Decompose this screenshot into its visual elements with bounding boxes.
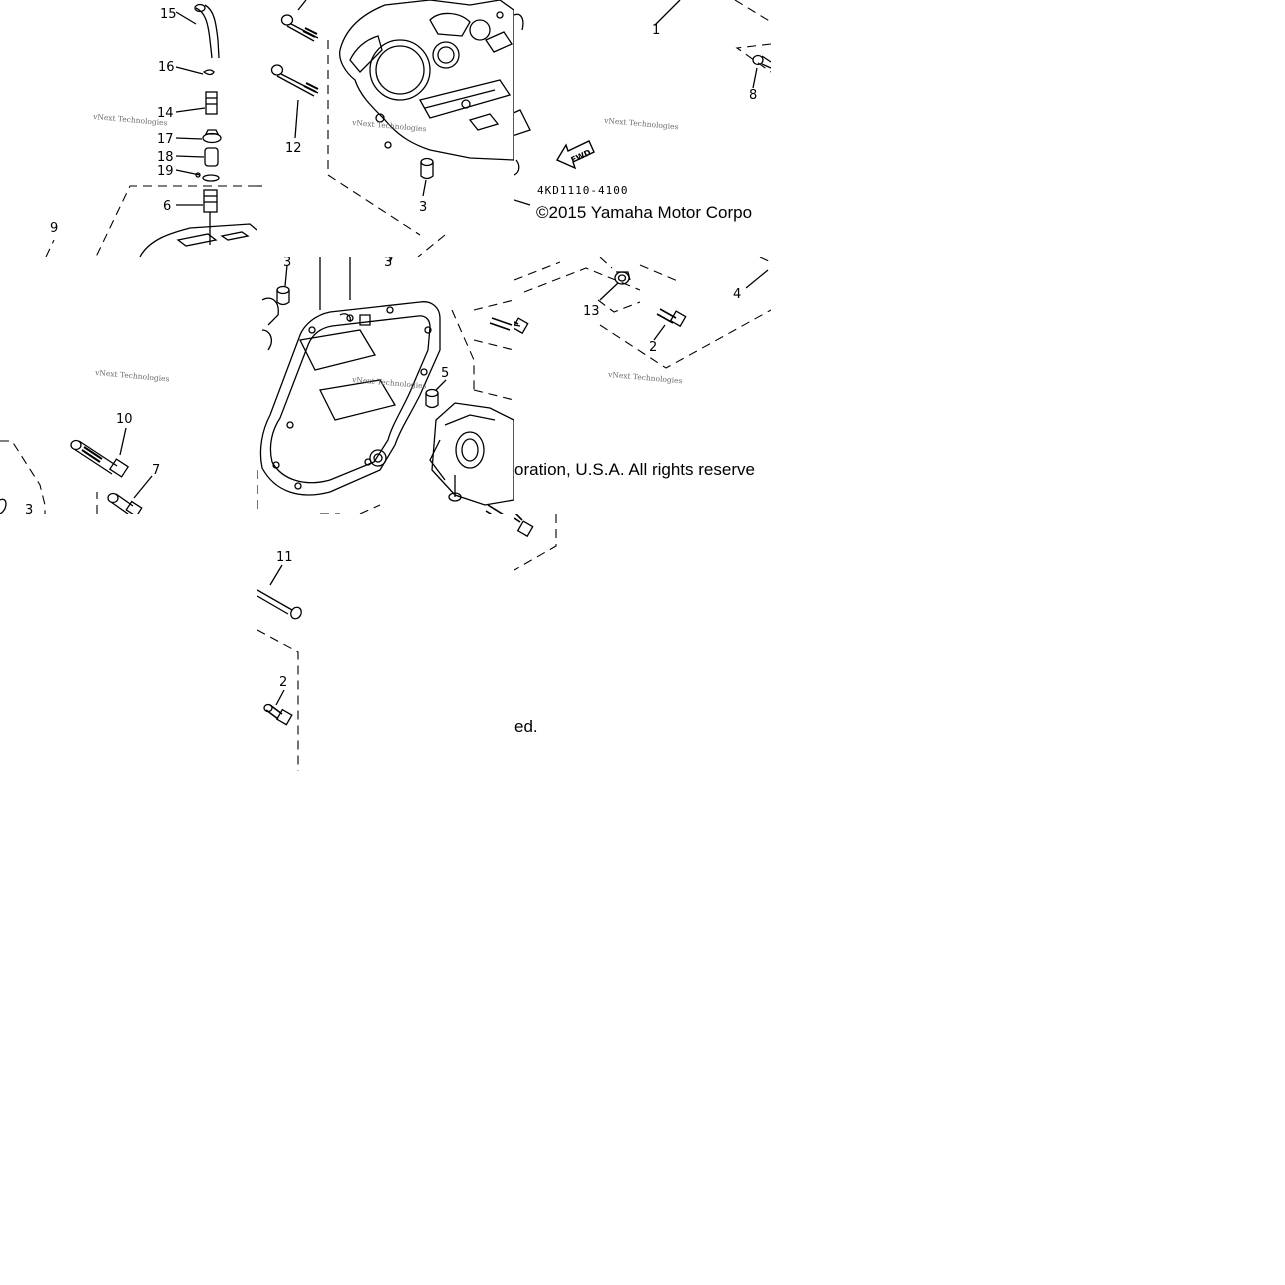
tile-breather-fittings (45, 3, 257, 257)
watermark: vNext Technologies (351, 375, 427, 391)
bolt-long-12 (270, 64, 319, 97)
bolt-10 (70, 439, 130, 478)
part-code: 4KD1110-4100 (537, 184, 628, 197)
watermark: vNext Technologies (603, 116, 679, 132)
bolt-2 (653, 308, 687, 341)
bolt-short-mid (514, 317, 529, 335)
tile-bolts-lower (257, 564, 302, 771)
callout-6: 6 (163, 199, 171, 214)
callout-5: 5 (441, 366, 449, 381)
tile-bolt-corner (514, 514, 557, 571)
callout-3: 3 (419, 200, 427, 215)
dowel-5 (425, 388, 439, 398)
fwd-arrow-icon: FWD (555, 140, 595, 170)
callout-11: 11 (276, 550, 293, 565)
hose-18 (204, 147, 219, 167)
crankcase-top-edge (139, 223, 257, 257)
callout-4: 4 (733, 287, 741, 302)
right-crankcase-gasket (259, 301, 441, 496)
crank-bore (369, 39, 431, 101)
callout-13: 13 (583, 304, 600, 319)
clip-16 (202, 69, 215, 76)
oil-pump-body (431, 402, 514, 506)
o-ring-19 (202, 174, 220, 182)
hose-end (194, 3, 206, 13)
callout-2: 2 (279, 675, 287, 690)
copyright-line-3: ed. (514, 717, 538, 736)
callout-3: 3 (384, 255, 392, 270)
callout-19: 19 (157, 164, 174, 179)
bolt-short-lower (514, 514, 534, 538)
callout-18: 18 (157, 150, 174, 165)
tile-bolts-right (514, 257, 771, 369)
fwd-label: FWD (569, 148, 592, 165)
dowel-3 (420, 157, 434, 167)
tile-crankcase-right (257, 257, 514, 514)
bolt-7 (107, 492, 143, 514)
left-crankcase-outline (339, 0, 514, 161)
tile-legend-corner: FWD (514, 0, 771, 206)
fitting-14 (205, 91, 218, 115)
callouts: 1 2 2 3 3 3 4 5 6 7 8 9 10 11 12 13 14 1… (50, 7, 757, 690)
clamp-17 (202, 132, 222, 144)
callout-10: 10 (116, 412, 133, 427)
fitting-6 (203, 189, 218, 213)
watermark: vNext Technologies (351, 118, 427, 134)
copyright-line-1: ©2015 Yamaha Motor Corpo (536, 203, 752, 222)
bolt-11 (257, 589, 302, 620)
callout-16: 16 (158, 60, 175, 75)
callout-17: 17 (157, 132, 174, 147)
callout-15: 15 (160, 7, 177, 22)
callout-2: 2 (649, 340, 657, 355)
svg-text:3: 3 (25, 503, 33, 518)
tile-crankcase-left (257, 0, 514, 257)
callout-9: 9 (50, 221, 58, 236)
callout-8: 8 (749, 88, 757, 103)
tile-bolts-left: 3 (0, 427, 153, 518)
watermarks: vNext Technologies vNext Technologies vN… (92, 112, 683, 391)
callout-1: 1 (652, 23, 660, 38)
callout-3: 3 (283, 255, 291, 270)
callout-12: 12 (285, 141, 302, 156)
nut-13 (599, 271, 631, 301)
bolt-long-upper (280, 14, 319, 42)
bolt-2-lower (263, 689, 293, 726)
bolt-8 (752, 54, 771, 89)
callout-14: 14 (157, 106, 174, 121)
breather-hose-15 (195, 4, 220, 59)
copyright-line-2: oration, U.S.A. All rights reserve (514, 460, 755, 479)
callout-7: 7 (152, 463, 160, 478)
watermark: vNext Technologies (607, 370, 683, 386)
bolt-short-right (489, 317, 513, 331)
watermark: vNext Technologies (94, 368, 170, 384)
